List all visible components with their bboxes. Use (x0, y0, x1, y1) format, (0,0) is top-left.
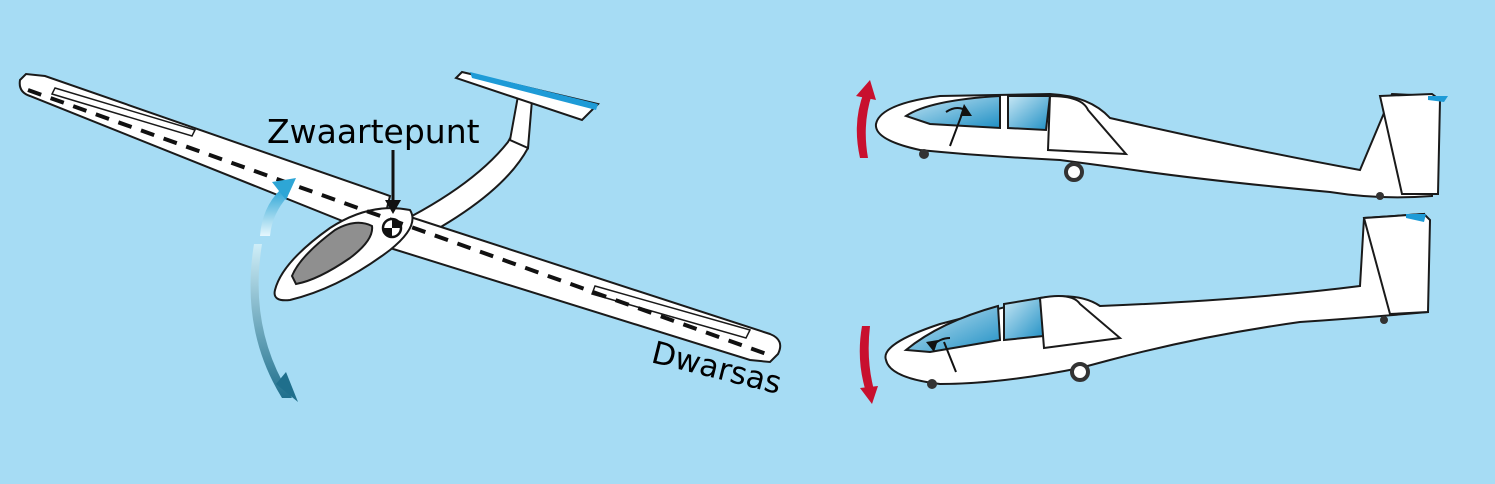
fuselage-bottom (884, 212, 1430, 386)
pitch-up-arrow (856, 92, 872, 158)
left-wing (18, 72, 392, 238)
stick-top (949, 113, 963, 147)
canopy-bottom-rear (1003, 296, 1046, 342)
pitch-down-arrow-head (860, 386, 878, 404)
canopy-bottom-fairing (1038, 295, 1123, 350)
elevator-top (1428, 96, 1448, 102)
canopy (290, 221, 374, 286)
nose-wheel-bottom (927, 379, 937, 389)
glider-side-nose-down (884, 212, 1432, 389)
rotation-arrow-lower (250, 244, 292, 398)
main-wheel-bottom (1070, 362, 1090, 382)
tail-wheel-top (1376, 192, 1384, 200)
cg-pointer-head (385, 200, 401, 214)
vertical-fin (508, 94, 534, 150)
canopy-top-fairing (1046, 94, 1129, 156)
stick-motion-bottom-head (926, 340, 938, 352)
rotation-arrow-upper (260, 190, 288, 236)
stick-bottom (943, 341, 957, 373)
left-aileron (50, 87, 197, 137)
center-of-gravity-symbol (381, 217, 403, 239)
stick-motion-top-head (960, 104, 972, 116)
canopy-bottom-front (903, 304, 1002, 354)
fin-top (1378, 92, 1442, 195)
nose-wheel-top (919, 149, 929, 159)
elevator-bottom (1406, 214, 1426, 222)
glider-side-nose-up (874, 92, 1448, 200)
tail-wheel-bottom (1380, 316, 1388, 324)
right-aileron (591, 285, 752, 339)
main-wheel-top (1064, 162, 1084, 182)
glider-perspective (18, 70, 782, 402)
rotation-arrow-upper-head (272, 178, 296, 200)
elevator-accent (470, 72, 598, 110)
canopy-top-rear (1007, 95, 1052, 132)
center-of-gravity-label: Zwaartepunt (267, 112, 480, 151)
canopy-top-front (903, 94, 1001, 130)
pitch-up-arrow-head (856, 80, 876, 100)
rotation-arrow-lower-head (276, 372, 298, 402)
right-wing (388, 210, 782, 364)
pitch-down-arrow (859, 326, 874, 392)
